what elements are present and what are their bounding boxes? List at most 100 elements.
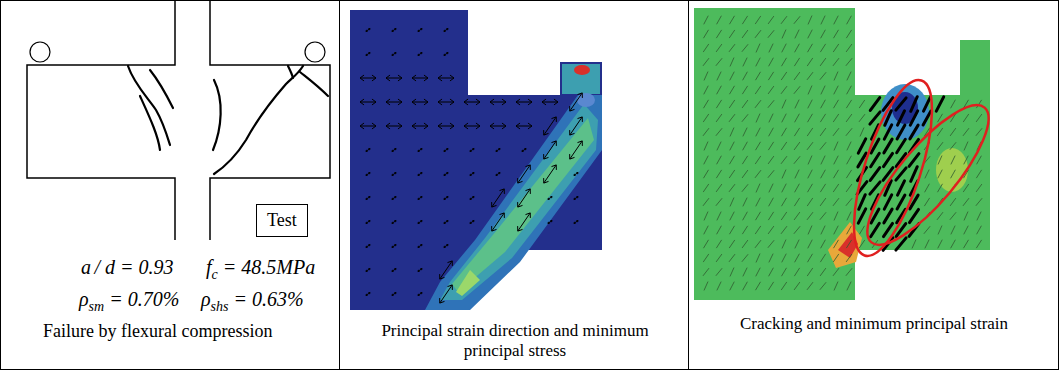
arrow-head: [418, 270, 420, 272]
crack-tick: [703, 114, 708, 121]
arrow-head: [516, 123, 520, 129]
crack-tick: [834, 86, 838, 94]
arrow-shaft: [392, 245, 396, 248]
crack-tick: [951, 240, 955, 248]
crack-tick: [884, 195, 891, 209]
crack-tick: [768, 31, 774, 38]
crack-tick: [768, 101, 774, 108]
crack-tick: [782, 198, 787, 206]
crack-tick: [807, 72, 813, 79]
arrow-head: [368, 293, 370, 295]
crack-tick: [794, 87, 800, 94]
arrow-head: [446, 197, 448, 199]
crack-tick: [704, 142, 708, 150]
failure-note: Failure by flexural compression: [43, 321, 272, 342]
crack-tick: [833, 268, 839, 275]
crack-tick: [729, 44, 735, 51]
arrow-head: [386, 75, 390, 81]
crack-tick: [769, 114, 773, 122]
arrow-head: [420, 173, 422, 175]
arrow-head: [394, 293, 396, 295]
arrow-shaft: [490, 126, 506, 127]
crack-tick: [717, 282, 721, 290]
arrow-shaft: [418, 149, 422, 152]
crack-tick: [884, 209, 892, 223]
arrow-head: [446, 149, 448, 151]
arrow-head: [372, 99, 376, 105]
crack-tick: [795, 44, 799, 52]
crack-tick: [743, 142, 747, 150]
crack-tick: [910, 125, 918, 139]
arrow-head: [392, 198, 394, 200]
crack-tick: [730, 198, 734, 206]
crack-tick: [743, 282, 747, 290]
crack-tick: [769, 72, 774, 80]
arrow-shaft: [392, 197, 396, 200]
crack-tick: [782, 268, 787, 276]
parameter-label: a / d = 0.93: [81, 256, 174, 283]
crack-tick: [717, 30, 722, 38]
arrow-shaft: [518, 165, 530, 183]
arrow-shaft: [444, 197, 448, 200]
crack-tick: [909, 209, 918, 222]
crack-tick: [898, 111, 905, 125]
arrow-shaft: [470, 197, 474, 200]
arrow-head: [470, 198, 472, 200]
arrow-shaft: [418, 221, 422, 224]
crack-tick: [730, 212, 734, 220]
crack-tick: [769, 254, 773, 262]
crack-tick: [963, 114, 968, 121]
crack-tick: [964, 226, 968, 234]
crack-tick: [717, 142, 721, 150]
crack-tick: [821, 226, 825, 234]
crack-tick: [925, 198, 930, 206]
crack-tick: [704, 16, 708, 24]
arrow-shaft: [392, 293, 396, 296]
arrow-head: [470, 150, 472, 152]
arrow-head: [366, 174, 368, 176]
arrow-head: [360, 123, 364, 129]
crack-tick: [703, 184, 708, 191]
crack-tick: [795, 254, 799, 262]
crack-tick: [821, 16, 825, 24]
crack-tick: [820, 143, 826, 150]
crack-tick: [846, 44, 851, 51]
crack-tick: [781, 226, 787, 233]
crack-tick: [834, 212, 838, 220]
arrow-shaft: [496, 149, 500, 152]
crack-tick: [834, 170, 839, 178]
contour-ground: [694, 8, 990, 300]
crack-tick: [755, 30, 761, 37]
arrow-head: [544, 130, 549, 135]
crack-tick: [821, 184, 826, 192]
crack-tick: [911, 97, 918, 112]
crack-tick: [858, 209, 865, 223]
arrow-head: [392, 270, 394, 272]
crack-tick: [769, 198, 773, 206]
arrow-head: [398, 75, 402, 81]
crack-tick: [846, 114, 851, 121]
crack-tick: [704, 72, 708, 80]
arrow-shaft: [392, 269, 396, 272]
crack-tick: [834, 226, 838, 234]
contour-band: [452, 118, 594, 292]
arrow-head: [392, 294, 394, 296]
crack-tick: [951, 100, 955, 108]
crack-tick: [742, 240, 747, 247]
arrow-head: [394, 269, 396, 271]
arrow-shaft: [444, 53, 448, 56]
arrow-shaft: [366, 293, 370, 296]
crack-tick: [977, 170, 982, 178]
crack-tick: [769, 58, 773, 66]
crack-tick: [795, 198, 800, 206]
crack-tick: [964, 240, 969, 248]
arrow-head: [366, 150, 368, 152]
arrow-head: [392, 150, 394, 152]
crack-tick: [937, 142, 943, 149]
arrow-shaft: [522, 149, 526, 152]
arrow-head: [394, 53, 396, 55]
arrow-head: [420, 245, 422, 247]
crack-tick: [703, 268, 709, 275]
crack-tick: [847, 30, 852, 38]
arrow-head: [444, 198, 446, 200]
